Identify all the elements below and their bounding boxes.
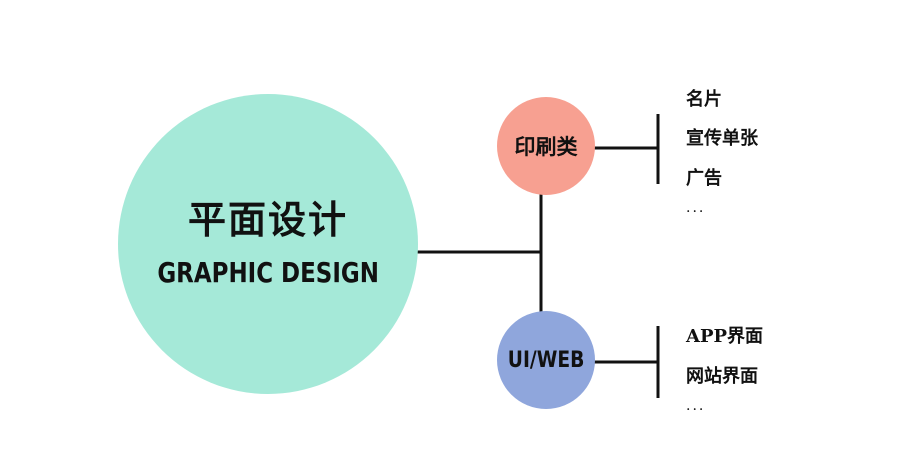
web-item-app-interface: APP界面: [686, 326, 764, 347]
print-item-more: ...: [686, 200, 706, 216]
web-category-node: UI/WEB: [497, 311, 595, 409]
print-item-business-card: 名片: [686, 89, 722, 110]
main-subtitle: GRAPHIC DESIGN: [157, 256, 379, 289]
print-item-flyer: 宣传单张: [686, 128, 758, 149]
web-item-more: ...: [686, 398, 706, 414]
print-category-node: 印刷类: [497, 97, 595, 195]
web-item-website-interface: 网站界面: [686, 366, 758, 387]
print-category-label: 印刷类: [514, 134, 578, 159]
web-category-label: UI/WEB: [507, 347, 585, 373]
main-topic-node: 平面设计 GRAPHIC DESIGN: [118, 94, 418, 394]
print-item-advertisement: 广告: [686, 168, 722, 189]
main-title: 平面设计: [187, 197, 348, 242]
